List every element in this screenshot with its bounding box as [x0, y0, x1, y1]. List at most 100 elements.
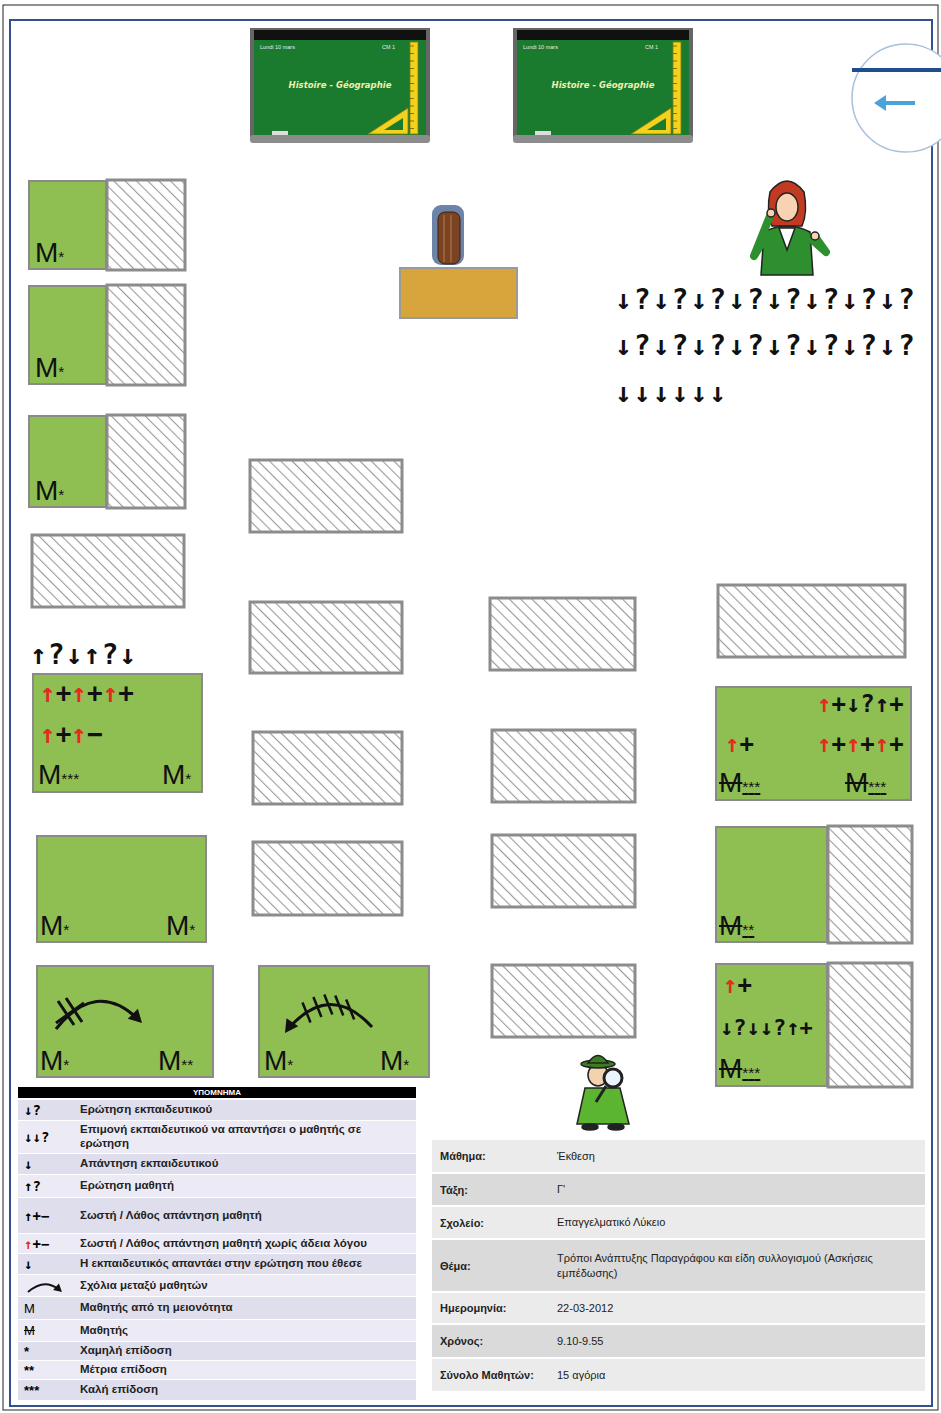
ruler-tick — [410, 83, 414, 84]
glyph: ↓ — [32, 1129, 40, 1145]
magnifier-handle — [596, 1086, 606, 1102]
lesson-info-table: Μάθημα:ΈκθεσηΤάξη:Γ'Σχολείο:Επαγγελματικ… — [432, 1140, 925, 1393]
glyph: M — [719, 910, 742, 941]
student-desk: M* — [28, 180, 107, 270]
legend-symbol: M — [24, 1301, 35, 1316]
legend-symbol: ↓ — [24, 1156, 32, 1172]
nav-circle — [852, 44, 941, 152]
glyph: * — [287, 1056, 293, 1073]
student-mark: M* — [162, 761, 191, 789]
glyph: M — [719, 767, 742, 798]
ruler-tick — [673, 128, 677, 129]
glyph: t — [567, 80, 571, 90]
glyph: + — [737, 971, 751, 999]
student-desk: ↑+↓?↓↓?↑+M*** — [715, 963, 828, 1087]
legend-symbol: ↓↓? — [24, 1129, 49, 1145]
board-text: CM 1 — [645, 45, 658, 51]
glyph: ? — [733, 1015, 746, 1040]
glyph: ↓ — [690, 329, 709, 362]
glyph: ↓ — [653, 329, 672, 362]
glyph: r — [624, 80, 628, 90]
ruler-tick — [410, 46, 414, 47]
glyph — [326, 80, 329, 90]
teacher-face — [776, 193, 798, 221]
glyph: p — [634, 80, 640, 90]
legend-sample: ↓ — [18, 1156, 80, 1172]
glyph: ↓ — [720, 1015, 733, 1040]
glyph — [273, 44, 275, 50]
glyph: ? — [747, 283, 766, 316]
glyph: ↓ — [653, 283, 672, 316]
student-desk: M*M* — [258, 965, 430, 1078]
glyph: M — [38, 759, 61, 790]
legend-sample: ↓ — [18, 1256, 80, 1272]
ruler-tick — [410, 113, 414, 114]
ruler-tick — [673, 76, 677, 77]
glyph: n — [529, 44, 532, 50]
legend-row: ↓Η εκπαιδευτικός απαντάει στην ερώτηση π… — [18, 1254, 416, 1274]
glyph: h — [377, 80, 383, 90]
student-desk: M*M* — [36, 835, 207, 943]
student-desk: M* — [28, 285, 107, 385]
glyph: M — [162, 759, 185, 790]
ruler-tick — [673, 53, 677, 54]
glyph — [281, 44, 283, 50]
glyph: i — [314, 80, 317, 90]
info-label: Ημερομηνία: — [432, 1302, 557, 1314]
student-mark: M*** — [845, 769, 886, 797]
glyph: + — [860, 730, 874, 758]
info-value: Επαγγελματικό Λύκειο — [557, 1215, 925, 1230]
glyph: r — [553, 44, 555, 50]
interaction-symbols: ↓↓↓↓↓↓ — [615, 379, 728, 407]
teacher-jacket — [761, 226, 813, 275]
chair-slat — [443, 215, 445, 262]
info-row: Θέμα:Τρόποι Ανάπτυξης Παραγράφου και είδ… — [432, 1240, 925, 1291]
glyph: * — [58, 486, 64, 503]
glyph — [391, 44, 393, 50]
glyph: ↓ — [615, 376, 634, 409]
empty-desk — [828, 963, 912, 1087]
glyph: 1 — [655, 44, 658, 50]
info-row: Σχολείο:Επαγγελματικό Λύκειο — [432, 1207, 925, 1238]
set-square — [631, 108, 671, 134]
glyph: C — [382, 44, 386, 50]
interaction-symbols: ↓?↓↓?↑+ — [720, 1017, 813, 1039]
student-mark: M** — [158, 1047, 193, 1075]
glyph: * — [874, 778, 880, 795]
ruler-tick — [410, 76, 414, 77]
glyph: * — [880, 778, 886, 795]
legend-sample: ↑? — [18, 1178, 80, 1194]
arrowhead — [53, 1283, 62, 1292]
student-mark: M*** — [719, 769, 760, 797]
info-label: Τάξη: — [432, 1184, 557, 1196]
legend-text: Μαθητής από τη μειονότητα — [80, 1299, 416, 1317]
glyph: m — [283, 44, 288, 50]
glyph: i — [296, 80, 299, 90]
legend-text: Καλή επίδοση — [80, 1381, 416, 1399]
interaction-symbols: ↑+ — [723, 973, 752, 997]
ruler-tick — [673, 113, 677, 114]
glyph: ? — [860, 690, 874, 718]
cross-mark — [56, 1003, 84, 1023]
comment-arc-line — [28, 1284, 58, 1292]
glyph: * — [58, 248, 64, 265]
glyph: ↓ — [804, 329, 823, 362]
glyph: * — [61, 770, 67, 787]
student-mark: M* — [35, 354, 64, 382]
glyph: ↓ — [634, 376, 653, 409]
glyph: o — [349, 80, 355, 90]
glyph: − — [41, 1236, 49, 1252]
ruler-tick — [673, 46, 677, 47]
info-row: Μάθημα:Έκθεση — [432, 1140, 925, 1172]
glyph: a — [287, 44, 290, 50]
ruler-tick — [673, 83, 677, 84]
legend-row: ↑?Ερώτηση μαθητή — [18, 1175, 416, 1197]
glyph: ↑ — [40, 719, 56, 749]
glyph: ↓ — [66, 638, 84, 671]
glyph: M — [158, 1045, 181, 1076]
legend-symbol: * — [24, 1344, 29, 1359]
glyph: * — [24, 1344, 29, 1359]
legend-text: Ερώτηση εκπαιδευτικού — [80, 1101, 416, 1119]
glyph: * — [748, 921, 754, 938]
glyph: ? — [747, 329, 766, 362]
